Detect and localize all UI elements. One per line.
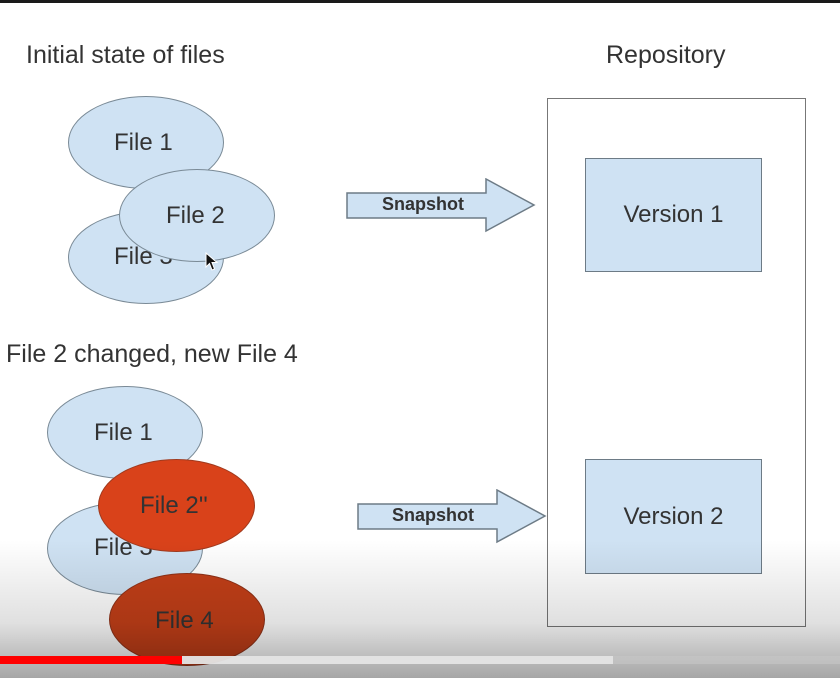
changed-file2-ellipse [98, 459, 255, 552]
snapshot-label-2: Snapshot [392, 505, 475, 525]
changed-state-heading: File 2 changed, new File 4 [6, 340, 298, 368]
top-border [0, 0, 840, 3]
video-progress-bar[interactable] [0, 656, 840, 664]
version-2-box: Version 2 [585, 459, 762, 574]
changed-file4-ellipse [109, 573, 265, 666]
version-1-box: Version 1 [585, 158, 762, 272]
progress-buffered [0, 656, 613, 664]
snapshot-arrow-2 [357, 489, 547, 544]
progress-played [0, 656, 182, 664]
snapshot-label-1: Snapshot [382, 194, 465, 214]
repository-heading: Repository [606, 41, 726, 69]
changed-file2-label: File 2'' [140, 492, 208, 519]
changed-file1-label: File 1 [94, 419, 153, 446]
mouse-pointer-icon [205, 252, 219, 271]
initial-file1-label: File 1 [114, 129, 173, 156]
initial-file2-label: File 2 [166, 202, 225, 229]
snapshot-arrow-1 [346, 178, 536, 233]
changed-file4-label: File 4 [155, 607, 214, 634]
initial-state-heading: Initial state of files [26, 41, 225, 69]
initial-file2-ellipse [119, 169, 275, 262]
